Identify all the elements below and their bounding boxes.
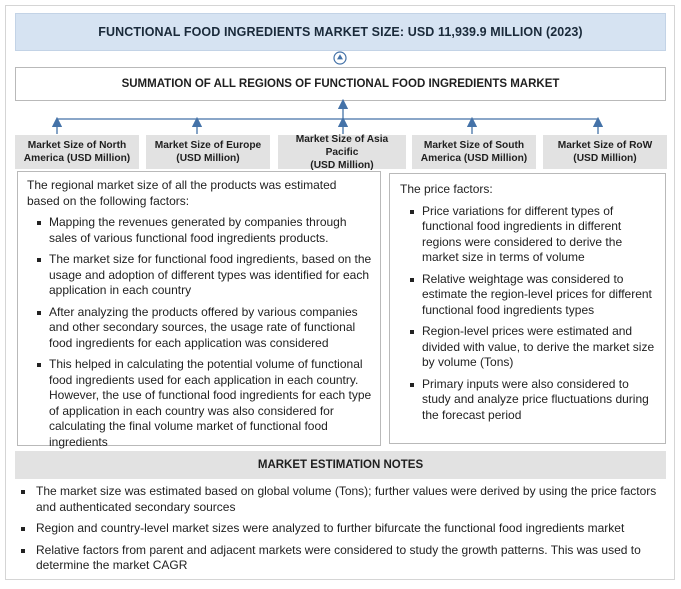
list-item: Relative weightage was considered to est… <box>400 272 657 319</box>
list-item: The market size for functional food ingr… <box>27 252 372 299</box>
region-box-south-america: Market Size of South America (USD Millio… <box>412 135 536 169</box>
list-item: Relative factors from parent and adjacen… <box>15 543 670 574</box>
region-box-europe: Market Size of Europe (USD Million) <box>146 135 270 169</box>
region-box-north-america: Market Size of North America (USD Millio… <box>15 135 139 169</box>
circled-up-arrow-icon <box>333 51 347 65</box>
list-item: The market size was estimated based on g… <box>15 484 670 515</box>
summation-title: SUMMATION OF ALL REGIONS OF FUNCTIONAL F… <box>15 67 666 101</box>
price-factors-panel: The price factors: Price variations for … <box>389 173 666 444</box>
region-box-row: Market Size of RoW (USD Million) <box>543 135 667 169</box>
header-title: FUNCTIONAL FOOD INGREDIENTS MARKET SIZE:… <box>15 13 666 51</box>
connector-arrows <box>51 98 604 134</box>
list-item: Price variations for different types of … <box>400 204 657 266</box>
regional-factors-list: Mapping the revenues generated by compan… <box>27 215 372 450</box>
region-box-asia-pacific: Market Size of Asia Pacific (USD Million… <box>278 134 406 171</box>
market-estimation-notes: The market size was estimated based on g… <box>15 484 670 580</box>
list-item: This helped in calculating the potential… <box>27 357 372 450</box>
price-factors-list: Price variations for different types of … <box>400 204 657 424</box>
regional-factors-panel: The regional market size of all the prod… <box>17 171 381 449</box>
list-item: Region-level prices were estimated and d… <box>400 324 657 371</box>
list-item: After analyzing the products offered by … <box>27 305 372 352</box>
list-item: Primary inputs were also considered to s… <box>400 377 657 424</box>
price-factors-intro: The price factors: <box>400 182 493 196</box>
market-estimation-notes-title: MARKET ESTIMATION NOTES <box>15 451 666 479</box>
notes-list: The market size was estimated based on g… <box>15 484 670 574</box>
list-item: Mapping the revenues generated by compan… <box>27 215 372 246</box>
list-item: Region and country-level market sizes we… <box>15 521 670 537</box>
diagram-frame <box>5 5 675 580</box>
regional-factors-intro: The regional market size of all the prod… <box>27 178 337 208</box>
